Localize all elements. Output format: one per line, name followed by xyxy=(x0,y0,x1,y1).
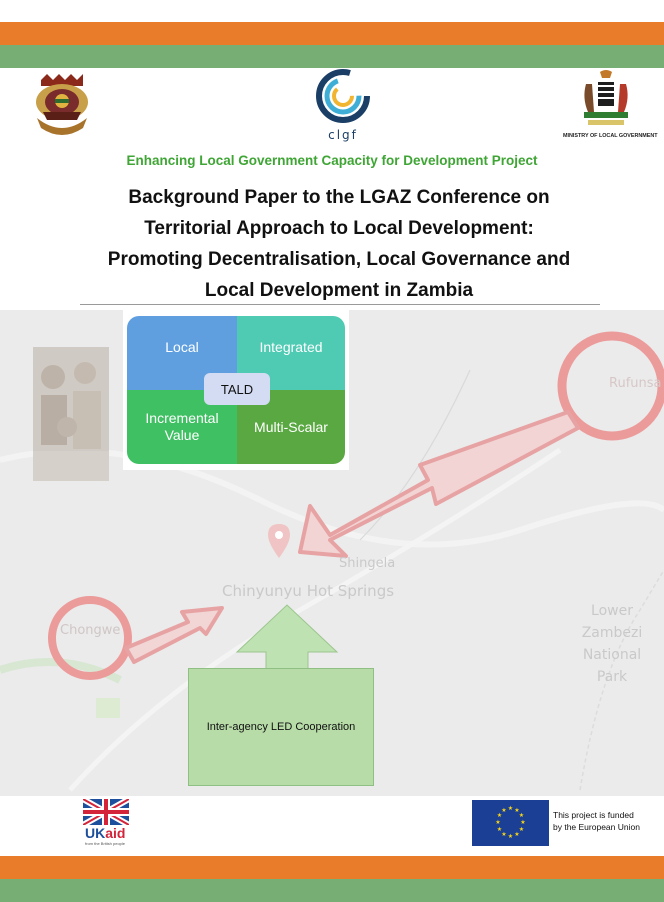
map-illustration: Rufunsa Shingela Chinyunyu Hot Springs C… xyxy=(0,310,664,796)
svg-text:★: ★ xyxy=(501,807,506,814)
tald-center-label: TALD xyxy=(204,373,270,405)
map-label-shingela: Shingela xyxy=(339,556,396,571)
map-label-rufunsa: Rufunsa xyxy=(609,376,662,391)
eu-caption-line: by the European Union xyxy=(553,822,640,832)
title-line: Territorial Approach to Local Developmen… xyxy=(144,218,534,239)
map-label-national-park: Lower Zambezi National Park xyxy=(572,600,652,688)
ukaid-aid-text: aid xyxy=(105,825,126,841)
svg-text:★: ★ xyxy=(514,831,519,838)
document-title: Background Paper to the LGAZ Conference … xyxy=(40,182,638,306)
eu-funding-caption: This project is funded by the European U… xyxy=(553,809,663,833)
title-line: Promoting Decentralisation, Local Govern… xyxy=(107,249,571,270)
quadrant-label-line: Value xyxy=(164,427,200,443)
ukaid-wordmark: UKaid xyxy=(85,826,125,840)
ukaid-logo: UKaid from the British people xyxy=(83,799,133,851)
quadrant-label: Multi-Scalar xyxy=(254,418,328,435)
svg-text:★: ★ xyxy=(508,833,513,840)
park-line: National Park xyxy=(582,647,642,685)
ministry-caption: MINISTRY OF LOCAL GOVERNMENT xyxy=(563,133,658,139)
top-orange-band xyxy=(0,22,664,45)
quadrant-label: Incremental Value xyxy=(145,410,218,444)
map-label-chongwe: Chongwe xyxy=(60,623,121,638)
project-subtitle: Enhancing Local Government Capacity for … xyxy=(126,153,538,168)
svg-text:★: ★ xyxy=(495,819,500,826)
council-crest-logo xyxy=(33,72,91,138)
clgf-wordmark: clgf xyxy=(328,128,358,142)
community-photo xyxy=(33,347,109,481)
title-line: Local Development in Zambia xyxy=(204,280,474,301)
svg-text:★: ★ xyxy=(508,805,513,812)
map-label-chinyunyu: Chinyunyu Hot Springs xyxy=(222,582,395,600)
bottom-green-band xyxy=(0,879,664,902)
svg-text:★: ★ xyxy=(501,831,506,838)
svg-text:★: ★ xyxy=(497,826,502,833)
quadrant-label-line: Incremental xyxy=(145,410,219,426)
svg-text:★: ★ xyxy=(520,819,525,826)
svg-text:★: ★ xyxy=(514,807,519,814)
cooperation-label: Inter-agency LED Cooperation xyxy=(206,721,356,733)
title-divider xyxy=(80,304,600,305)
quadrant-label: Local xyxy=(165,339,199,355)
top-green-band xyxy=(0,45,664,68)
ukaid-uk-text: UK xyxy=(85,825,106,841)
clgf-logo: clgf xyxy=(313,68,373,146)
svg-text:★: ★ xyxy=(519,826,524,833)
eu-flag-icon: ★ ★ ★ ★ ★ ★ ★ ★ ★ ★ ★ ★ xyxy=(472,800,549,846)
bottom-orange-band xyxy=(0,856,664,879)
ukaid-tagline: from the British people xyxy=(85,841,126,846)
park-line: Zambezi xyxy=(581,625,643,641)
zambia-coat-of-arms-logo xyxy=(578,68,634,130)
title-line: Background Paper to the LGAZ Conference … xyxy=(128,187,550,208)
svg-text:★: ★ xyxy=(497,812,502,819)
svg-text:★: ★ xyxy=(519,812,524,819)
quadrant-label: Integrated xyxy=(259,339,323,355)
tald-diagram: Local Integrated Incremental Value Multi… xyxy=(123,310,349,470)
inter-agency-cooperation-box: Inter-agency LED Cooperation xyxy=(188,668,374,786)
eu-caption-line: This project is funded xyxy=(553,810,634,820)
park-line: Lower xyxy=(591,603,633,619)
union-jack-icon xyxy=(83,799,129,825)
